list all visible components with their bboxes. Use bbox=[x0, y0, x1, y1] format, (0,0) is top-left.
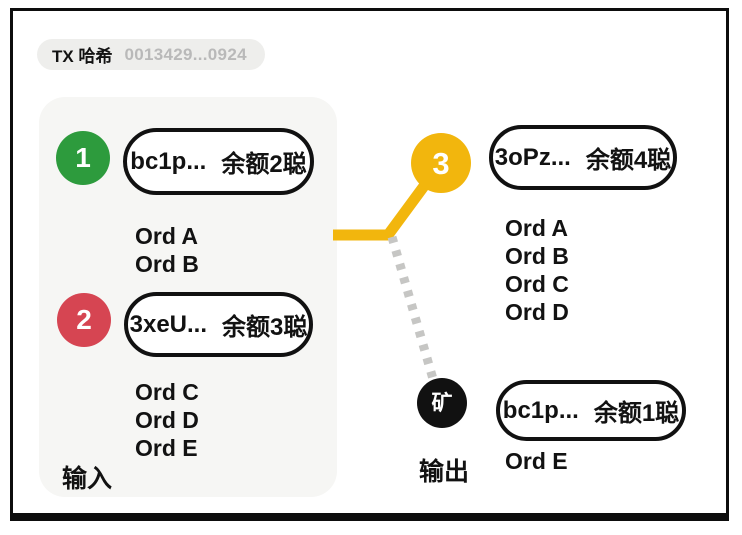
ordinal-item: Ord C bbox=[135, 379, 199, 405]
input-1-address-pill: bc1p... 余额2聪 bbox=[123, 128, 314, 195]
input-2-balance: 余额3聪 bbox=[222, 314, 308, 341]
output-3-address: 3oPz... bbox=[494, 143, 571, 171]
ordinal-item: Ord D bbox=[135, 407, 199, 433]
miner-address-pill: bc1p... 余额1聪 bbox=[496, 380, 686, 441]
inputs-panel-label: 输入 bbox=[62, 465, 113, 493]
outputs-panel-label: 输出 bbox=[419, 458, 470, 486]
tx-hash-badge: TX 哈希 0013429...0924 bbox=[37, 39, 265, 70]
output-3-address-pill: 3oPz... 余额4聪 bbox=[489, 125, 677, 190]
input-2-address: 3xeU... bbox=[129, 310, 208, 338]
tx-hash-value: 0013429...0924 bbox=[124, 44, 247, 64]
ordinal-item: Ord D bbox=[505, 299, 569, 325]
ordinal-item: Ord B bbox=[135, 251, 199, 277]
input-2-ordinal-list: Ord C Ord D Ord E bbox=[135, 378, 199, 462]
miner-address: bc1p... bbox=[502, 396, 579, 424]
input-1-address: bc1p... bbox=[130, 147, 207, 175]
miner-balance: 余额1聪 bbox=[593, 400, 680, 427]
ordinal-item: Ord E bbox=[505, 448, 568, 474]
ordinal-item: Ord C bbox=[505, 271, 569, 297]
input-2-index-badge: 2 bbox=[57, 293, 111, 347]
output-3-ordinal-list: Ord A Ord B Ord C Ord D bbox=[505, 214, 569, 326]
ordinal-item: Ord E bbox=[135, 435, 198, 461]
ordinal-item: Ord B bbox=[505, 243, 569, 269]
tx-hash-label: TX 哈希 bbox=[52, 47, 113, 66]
miner-badge: 矿 bbox=[417, 378, 467, 428]
ordinal-item: Ord A bbox=[505, 215, 569, 241]
input-2-address-pill: 3xeU... 余额3聪 bbox=[124, 292, 313, 357]
miner-ordinal-list: Ord E bbox=[505, 447, 568, 475]
input-1-index-badge: 1 bbox=[56, 131, 110, 185]
output-3-balance: 余额4聪 bbox=[585, 147, 672, 174]
input-1-balance: 余额2聪 bbox=[221, 151, 307, 178]
ordinal-item: Ord A bbox=[135, 223, 199, 249]
output-3-index-badge: 3 bbox=[411, 133, 471, 193]
input-1-ordinal-list: Ord A Ord B bbox=[135, 222, 199, 278]
